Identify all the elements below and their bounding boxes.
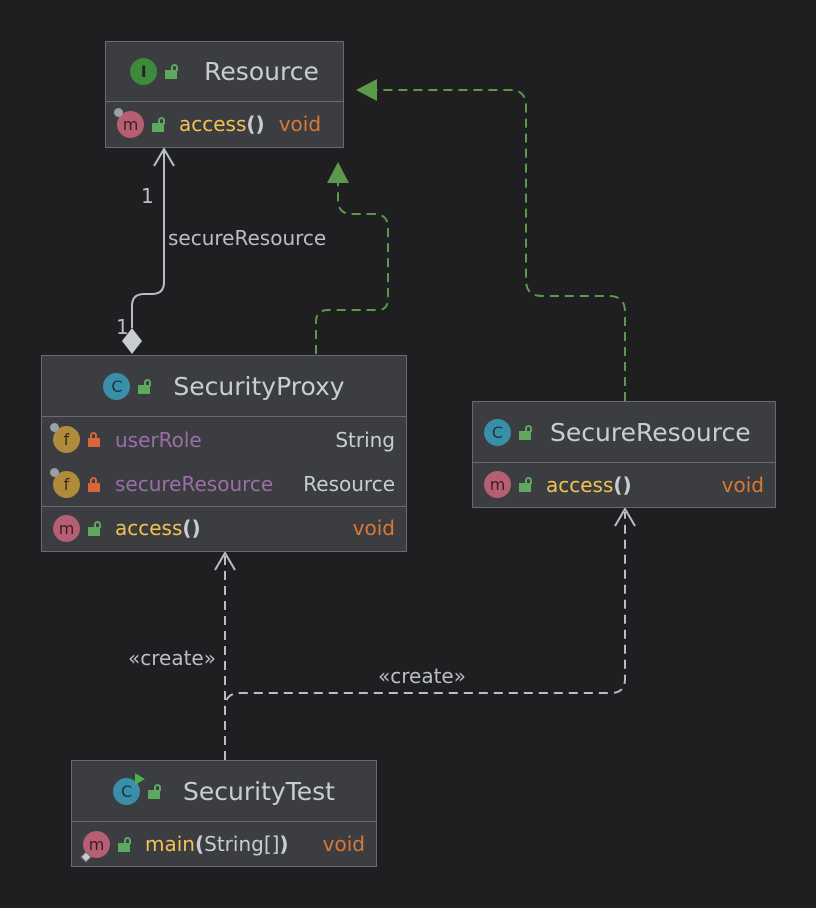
field-icon: f [50,423,80,453]
methods-section: m access() void [42,507,406,549]
field-type: Resource [303,472,395,496]
runnable-class-icon: C [113,772,146,805]
class-header-resource: I Resource [106,42,343,102]
private-visibility-icon [88,476,101,492]
create-label-secure: «create» [378,664,466,688]
method-name: access() [546,472,632,497]
public-visibility-icon [88,520,101,536]
return-type: void [352,516,395,540]
realization-edge-proxy [315,182,389,354]
private-visibility-icon [88,432,101,447]
class-icon: C [484,418,511,446]
methods-section: m main(String[]) void [72,822,376,866]
return-type: void [721,472,764,497]
field-name: userRole [115,427,202,452]
methods-section: m access() void [106,102,343,146]
class-name: SecurityTest [183,776,335,806]
field-icon: f [50,467,80,498]
public-visibility-icon [519,477,532,492]
field-row-user-role[interactable]: f userRole String [42,417,406,462]
field-row-secure-resource[interactable]: f secureResource Resource [42,462,406,506]
method-row-access[interactable]: m access() void [106,102,343,146]
public-visibility-icon [118,836,131,852]
composition-arrowhead [153,147,175,167]
composition-multiplicity-source: 1 [116,315,129,339]
class-node-secure-resource[interactable]: C SecureResource m access() void [472,401,776,508]
composition-role-label: secureResource [168,226,327,250]
composition-multiplicity-target: 1 [141,184,154,208]
return-type: void [278,112,322,136]
realization-edge-secure [376,89,626,401]
public-visibility-icon [165,64,179,79]
methods-section: m access() void [473,463,775,506]
realization-arrowhead-proxy [327,162,349,183]
class-node-security-proxy[interactable]: C SecurityProxy f userRole String f secu… [41,355,407,552]
class-node-security-test[interactable]: C SecurityTest m main(String[]) void [71,760,377,867]
class-icon: C [103,372,131,400]
field-type: String [335,427,395,452]
public-visibility-icon [152,116,165,132]
method-row-access[interactable]: m access() void [473,463,775,506]
method-row-main[interactable]: m main(String[]) void [72,822,376,866]
realization-arrowhead-secure [356,79,377,101]
static-method-icon: m [83,830,110,858]
method-icon: m [484,471,511,498]
method-name: access() [179,112,265,136]
fields-section: f userRole String f secureResource Resou… [42,417,406,507]
public-visibility-icon [148,783,162,799]
create-label-proxy: «create» [128,646,216,670]
method-name: access() [115,516,201,540]
method-icon: m [53,514,80,542]
class-name: Resource [204,57,319,86]
class-node-resource[interactable]: I Resource m access() void [105,41,344,148]
method-name: main(String[]) [145,832,289,856]
public-visibility-icon [138,378,152,394]
class-header-security-proxy: C SecurityProxy [42,356,406,417]
class-name: SecurityProxy [173,371,345,401]
method-row-access[interactable]: m access() void [42,507,406,549]
create-arrowhead-proxy [214,551,236,571]
public-visibility-icon [519,424,532,440]
method-icon: m [114,107,144,138]
interface-icon: I [130,58,158,85]
create-edge-secure [224,512,626,760]
composition-diamond [122,328,142,354]
class-header-secure-resource: C SecureResource [473,402,775,463]
class-name: SecureResource [550,417,751,447]
field-name: secureResource [115,472,274,496]
return-type: void [322,832,365,856]
create-arrowhead-secure [614,507,636,527]
composition-edge [131,150,165,328]
class-header-security-test: C SecurityTest [72,761,376,822]
